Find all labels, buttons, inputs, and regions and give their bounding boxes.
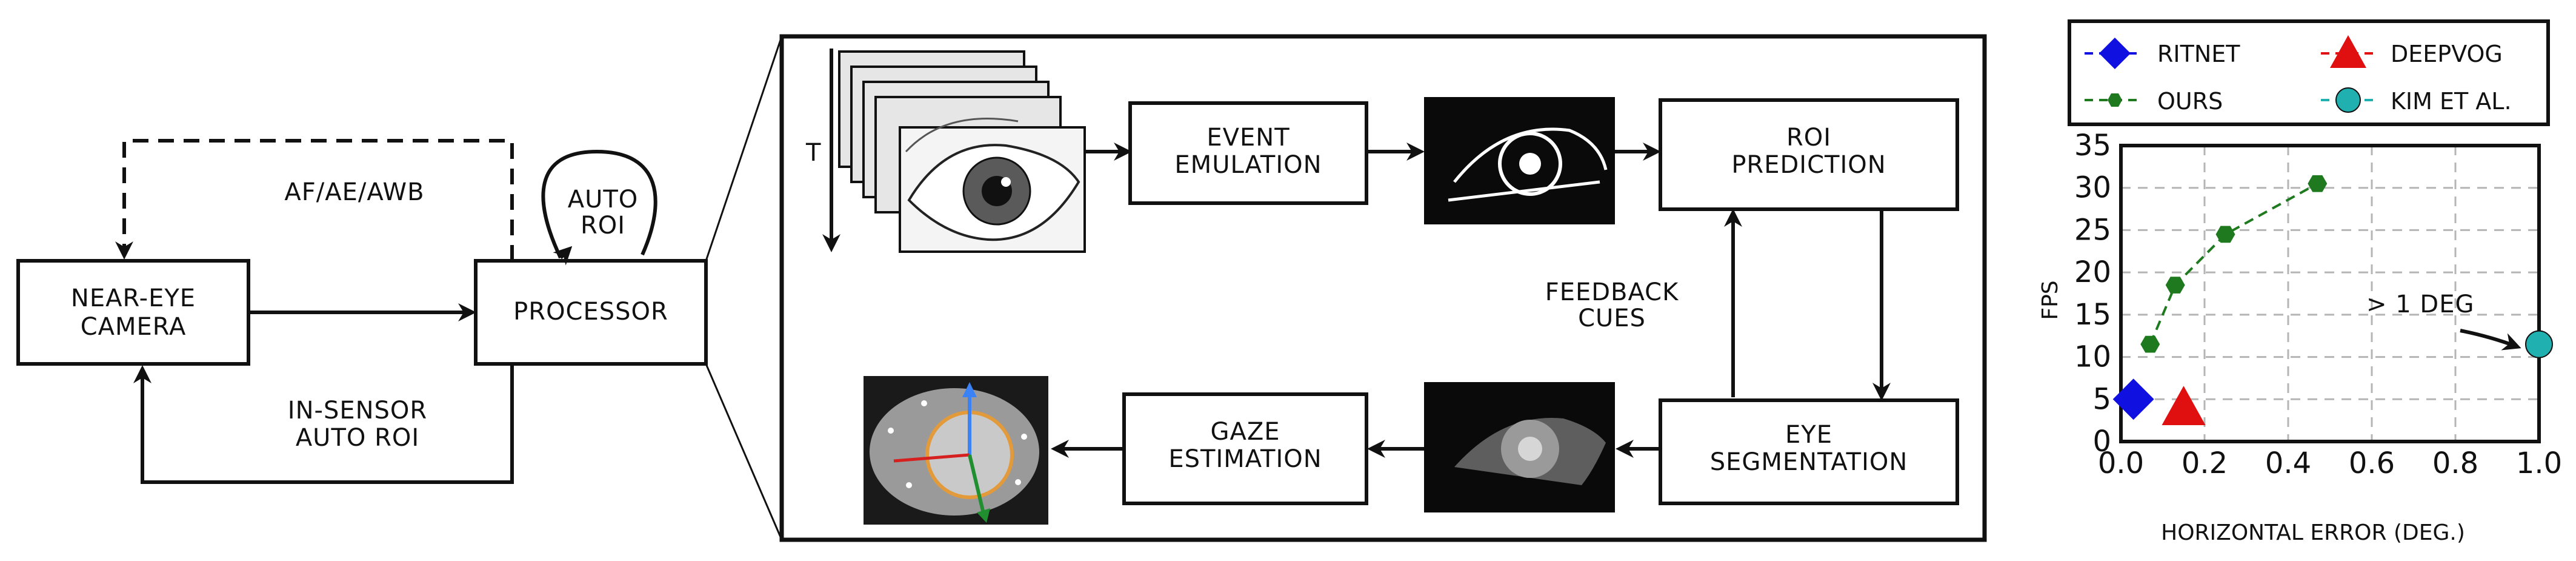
ours-point (2140, 335, 2160, 353)
y-tick-label: 20 (2074, 255, 2111, 289)
camera-label-line1: NEAR-EYE (71, 284, 196, 312)
annotation-label: > 1 DEG (2366, 291, 2474, 318)
legend-item-kim: KIM ET AL. (2321, 87, 2512, 115)
ours-point (2308, 175, 2328, 192)
legend-item-ritnet: RITNET (2085, 38, 2240, 69)
x-tick-label: 0.8 (2432, 446, 2478, 480)
legend-ritnet-marker (2099, 38, 2131, 69)
input-frame-stack (838, 50, 1086, 253)
x-tick-label: 1.0 (2516, 446, 2562, 480)
system-diagram: NEAR-EYE CAMERA PROCESSOR AF/AE/AWB AUTO… (16, 36, 783, 540)
gaze-estimation-line2: ESTIMATION (1168, 445, 1322, 473)
gaze-output-image (864, 376, 1048, 525)
legend-ours-marker (2108, 93, 2122, 107)
y-tick-label: 30 (2074, 171, 2111, 205)
near-eye-camera-block (16, 259, 250, 366)
fps-vs-error-chart: RITNET DEEPVOG OURS KIM ET AL. 0.0 0.2 0.4… (2038, 19, 2562, 545)
y-tick-label: 5 (2092, 382, 2111, 416)
y-tick-label: 0 (2092, 425, 2111, 459)
legend-label-ours: OURS (2157, 88, 2223, 115)
in-sensor-label-line2: AUTO ROI (296, 424, 419, 452)
event-emulation-block (1128, 101, 1368, 205)
ours-point (2215, 226, 2235, 243)
legend-kim-marker (2335, 87, 2361, 113)
ritnet-point (2112, 378, 2154, 420)
auto-roi-label-line1: AUTO (568, 186, 639, 213)
x-axis-label: HORIZONTAL ERROR (DEG.) (2161, 520, 2465, 545)
zoom-line-bottom (705, 363, 783, 540)
eye-segmentation-line2: SEGMENTATION (1710, 448, 1908, 476)
x-tick-label: 0.2 (2182, 446, 2228, 480)
x-tick-label: 0.4 (2265, 446, 2311, 480)
roi-prediction-line2: PREDICTION (1731, 151, 1886, 179)
roi-prediction-line1: ROI (1786, 124, 1831, 152)
y-tick-label: 25 (2074, 213, 2111, 247)
roi-prediction-block (1659, 98, 1959, 211)
eye-segmentation-line1: EYE (1785, 421, 1832, 449)
x-tick-label: 0.0 (2098, 446, 2144, 480)
event-image (1424, 97, 1615, 224)
legend-deepvog-marker (2330, 35, 2366, 68)
kim-point (2525, 330, 2553, 358)
gaze-axis-green (968, 454, 987, 519)
feedback-line2: CUES (1578, 304, 1646, 332)
plot-frame (2119, 144, 2541, 443)
y-axis-label: FPS (2038, 280, 2063, 320)
ours-point (2165, 277, 2185, 294)
af-ae-awb-loop-arrow (115, 139, 514, 261)
zoom-line-top (705, 36, 783, 261)
gaze-axis-red (893, 453, 970, 463)
y-tick-label: 10 (2074, 340, 2111, 374)
auto-roi-loop-head (553, 246, 573, 266)
plot-grid (2120, 144, 2540, 443)
plot-ticks: 0.0 0.2 0.4 0.6 0.8 1.0 0 5 10 15 20 25 30 35 (2074, 129, 2562, 480)
series-line-ours (2149, 182, 2318, 345)
auto-roi-label-line2: ROI (581, 212, 625, 240)
deepvog-point (2162, 386, 2206, 426)
processor-label: PROCESSOR (513, 298, 668, 326)
auto-roi-loop (541, 149, 657, 259)
event-emulation-line1: EVENT (1206, 124, 1290, 152)
legend-item-ours: OURS (2085, 88, 2223, 115)
eye-segmentation-block (1659, 398, 1959, 505)
legend-label-kim: KIM ET AL. (2391, 88, 2512, 115)
legend-item-deepvog: DEEPVOG (2321, 35, 2503, 68)
af-ae-awb-label: AF/AE/AWB (284, 178, 424, 206)
legend-label-ritnet: RITNET (2157, 41, 2240, 67)
in-sensor-roi-loop-arrow (133, 364, 514, 484)
chart-legend (2068, 19, 2550, 126)
x-tick-label: 0.6 (2349, 446, 2395, 480)
time-axis-label: T (805, 139, 821, 167)
in-sensor-label-line1: IN-SENSOR (288, 397, 427, 425)
annotation-arrow (2460, 329, 2521, 351)
segmentation-mask-image (1424, 382, 1615, 512)
y-tick-label: 35 (2074, 129, 2111, 163)
camera-label-line2: CAMERA (81, 313, 187, 341)
pipeline-diagram: T EVENT EMULATION ROI PREDICTION FEEDBAC… (779, 34, 1987, 542)
y-tick-label: 15 (2074, 298, 2111, 332)
legend-label-deepvog: DEEPVOG (2391, 41, 2503, 67)
feedback-line1: FEEDBACK (1545, 278, 1679, 306)
gaze-estimation-line1: GAZE (1210, 418, 1280, 446)
event-emulation-line2: EMULATION (1174, 151, 1322, 179)
plot-marks (2112, 175, 2553, 426)
